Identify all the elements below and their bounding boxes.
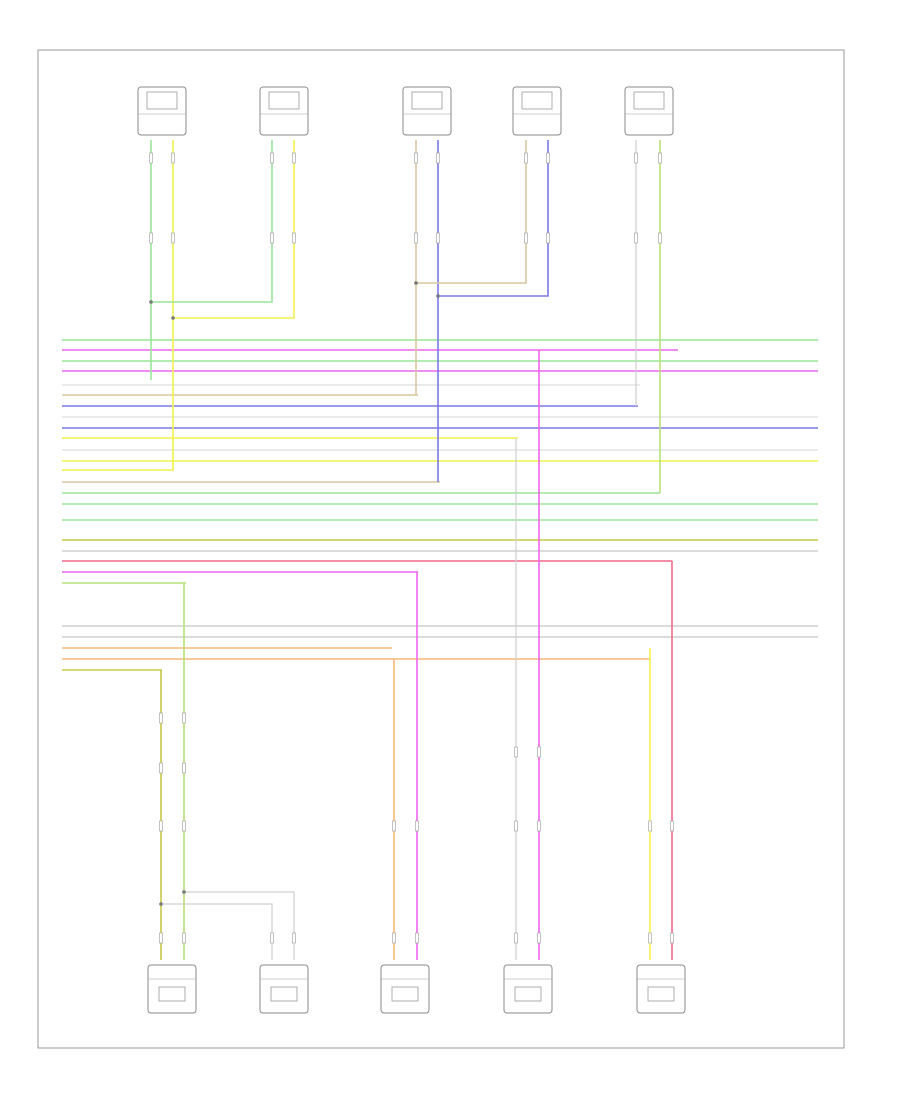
connector-mark	[292, 232, 296, 244]
connector-mark	[415, 820, 419, 832]
speaker-cone	[521, 91, 553, 110]
speaker-cone	[647, 986, 675, 1002]
connector-mark	[436, 152, 440, 164]
connector-mark	[658, 152, 662, 164]
connector-mark	[415, 932, 419, 944]
connector-mark	[514, 820, 518, 832]
rf-tweeter-wire-1	[416, 140, 527, 284]
speaker-cone	[146, 91, 178, 110]
connector-mark	[514, 746, 518, 758]
connector-mark	[524, 232, 528, 244]
speaker-cone	[270, 986, 298, 1002]
connector-mark	[270, 932, 274, 944]
connector-mark	[658, 232, 662, 244]
connector-mark	[392, 932, 396, 944]
component-lr-woofer[interactable]	[259, 964, 309, 1014]
connector-mark	[270, 232, 274, 244]
splice-point	[436, 294, 440, 298]
component-rr-woofer[interactable]	[380, 964, 430, 1014]
lf-tweeter-wire-2	[173, 140, 295, 319]
connector-mark	[537, 932, 541, 944]
speaker-cone	[633, 91, 665, 110]
speaker-cone	[391, 986, 419, 1002]
splice-point	[414, 281, 418, 285]
component-lf-tweeter[interactable]	[259, 86, 309, 136]
connector-mark	[634, 152, 638, 164]
splice-point	[171, 316, 175, 320]
connector-mark	[670, 932, 674, 944]
lf-tweeter-wire-1	[151, 140, 273, 303]
connector-mark	[159, 932, 163, 944]
components	[137, 86, 686, 1014]
connector-mark	[159, 762, 163, 774]
speaker-cone	[158, 986, 186, 1002]
connector-mark	[414, 152, 418, 164]
connector-mark	[436, 232, 440, 244]
connector-mark	[182, 932, 186, 944]
wires	[62, 140, 818, 960]
component-rr-surround[interactable]	[503, 964, 553, 1014]
lf-woofer-wire-2	[62, 140, 174, 471]
connector-mark	[392, 820, 396, 832]
splice-point	[159, 902, 163, 906]
connector-mark	[537, 820, 541, 832]
connector-mark	[648, 932, 652, 944]
component-rr-tweeter[interactable]	[636, 964, 686, 1014]
diagram-frame	[37, 49, 845, 1049]
component-rf-woofer[interactable]	[402, 86, 452, 136]
connector-mark	[514, 932, 518, 944]
splice-point	[149, 300, 153, 304]
connector-mark	[149, 152, 153, 164]
splice-point	[182, 890, 186, 894]
connector-mark	[171, 152, 175, 164]
component-lr-tweeter[interactable]	[147, 964, 197, 1014]
connector-mark	[171, 232, 175, 244]
rf-tweeter-wire-2	[438, 140, 549, 297]
component-lf-woofer[interactable]	[137, 86, 187, 136]
connector-mark	[414, 232, 418, 244]
connector-mark	[182, 712, 186, 724]
connector-mark	[149, 232, 153, 244]
connector-mark	[292, 932, 296, 944]
connector-mark	[270, 152, 274, 164]
connector-mark	[159, 712, 163, 724]
speaker-cone	[411, 91, 443, 110]
connector-mark	[634, 232, 638, 244]
connector-mark	[546, 232, 550, 244]
connector-mark	[159, 820, 163, 832]
connector-mark	[546, 152, 550, 164]
speaker-cone	[514, 986, 542, 1002]
connector-mark	[670, 820, 674, 832]
connector-mark	[292, 152, 296, 164]
connector-mark	[182, 820, 186, 832]
component-rf-tweeter[interactable]	[512, 86, 562, 136]
component-center-speaker[interactable]	[624, 86, 674, 136]
connector-mark	[182, 762, 186, 774]
connector-mark	[537, 746, 541, 758]
speaker-cone	[268, 91, 300, 110]
connector-mark	[524, 152, 528, 164]
connector-mark	[648, 820, 652, 832]
